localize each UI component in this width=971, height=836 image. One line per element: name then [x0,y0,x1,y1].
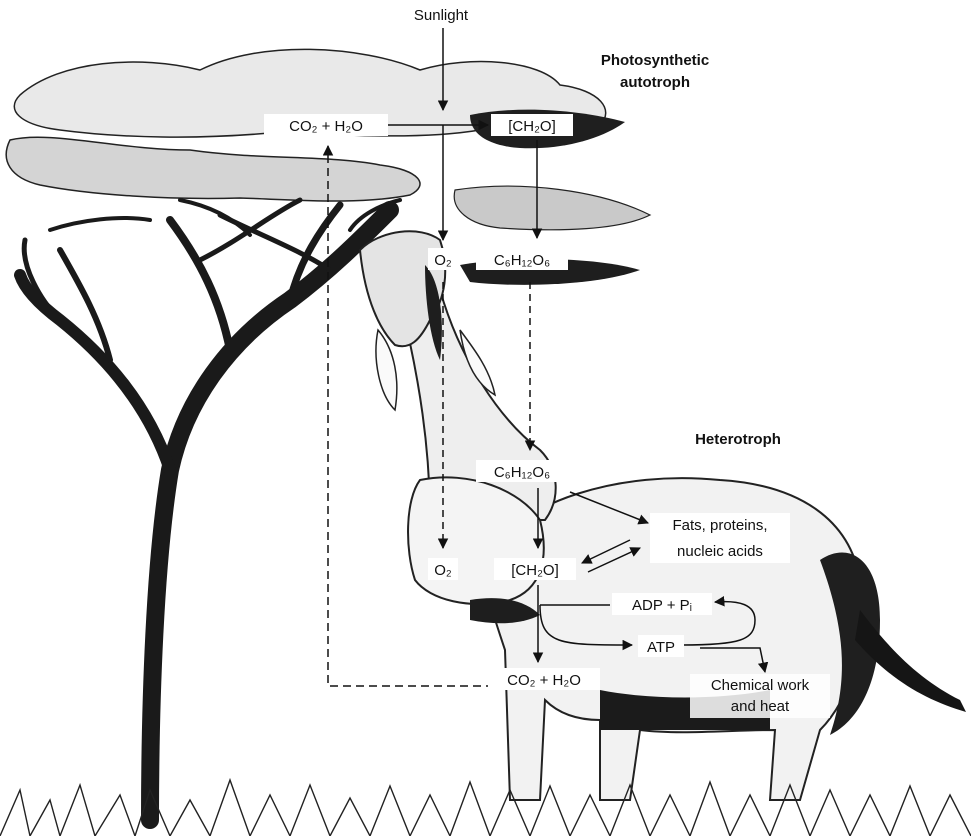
co2-h2o-top-label: CO₂ + H₂O [289,118,363,135]
ch2o-top-label: [CH₂O] [508,118,556,135]
heterotroph-title: Heterotroph [695,431,781,448]
tree-branches [20,200,400,820]
o2-top-label: O₂ [434,252,452,269]
sunlight-label: Sunlight [414,7,469,24]
glucose-mid-label: C₆H₁₂O₆ [494,464,550,481]
canopy-middle [6,137,420,201]
macromolecules-line1: Fats, proteins, [672,517,767,534]
macromolecules-line2: nucleic acids [677,543,763,560]
o2-mid-label: O₂ [434,562,452,579]
canopy-right [454,186,650,230]
autotroph-title-line1: Photosynthetic [601,52,709,69]
adp-label: ADP + Pᵢ [632,597,692,614]
co2-h2o-bottom-label: CO₂ + H₂O [507,672,581,689]
autotroph-title-line2: autotroph [620,74,690,91]
glucose-top-label: C₆H₁₂O₆ [494,252,550,269]
atp-label: ATP [647,639,675,656]
ch2o-mid-label: [CH₂O] [511,562,559,579]
chemical-work-line2: and heat [731,698,790,715]
chemical-work-line1: Chemical work [711,677,810,694]
